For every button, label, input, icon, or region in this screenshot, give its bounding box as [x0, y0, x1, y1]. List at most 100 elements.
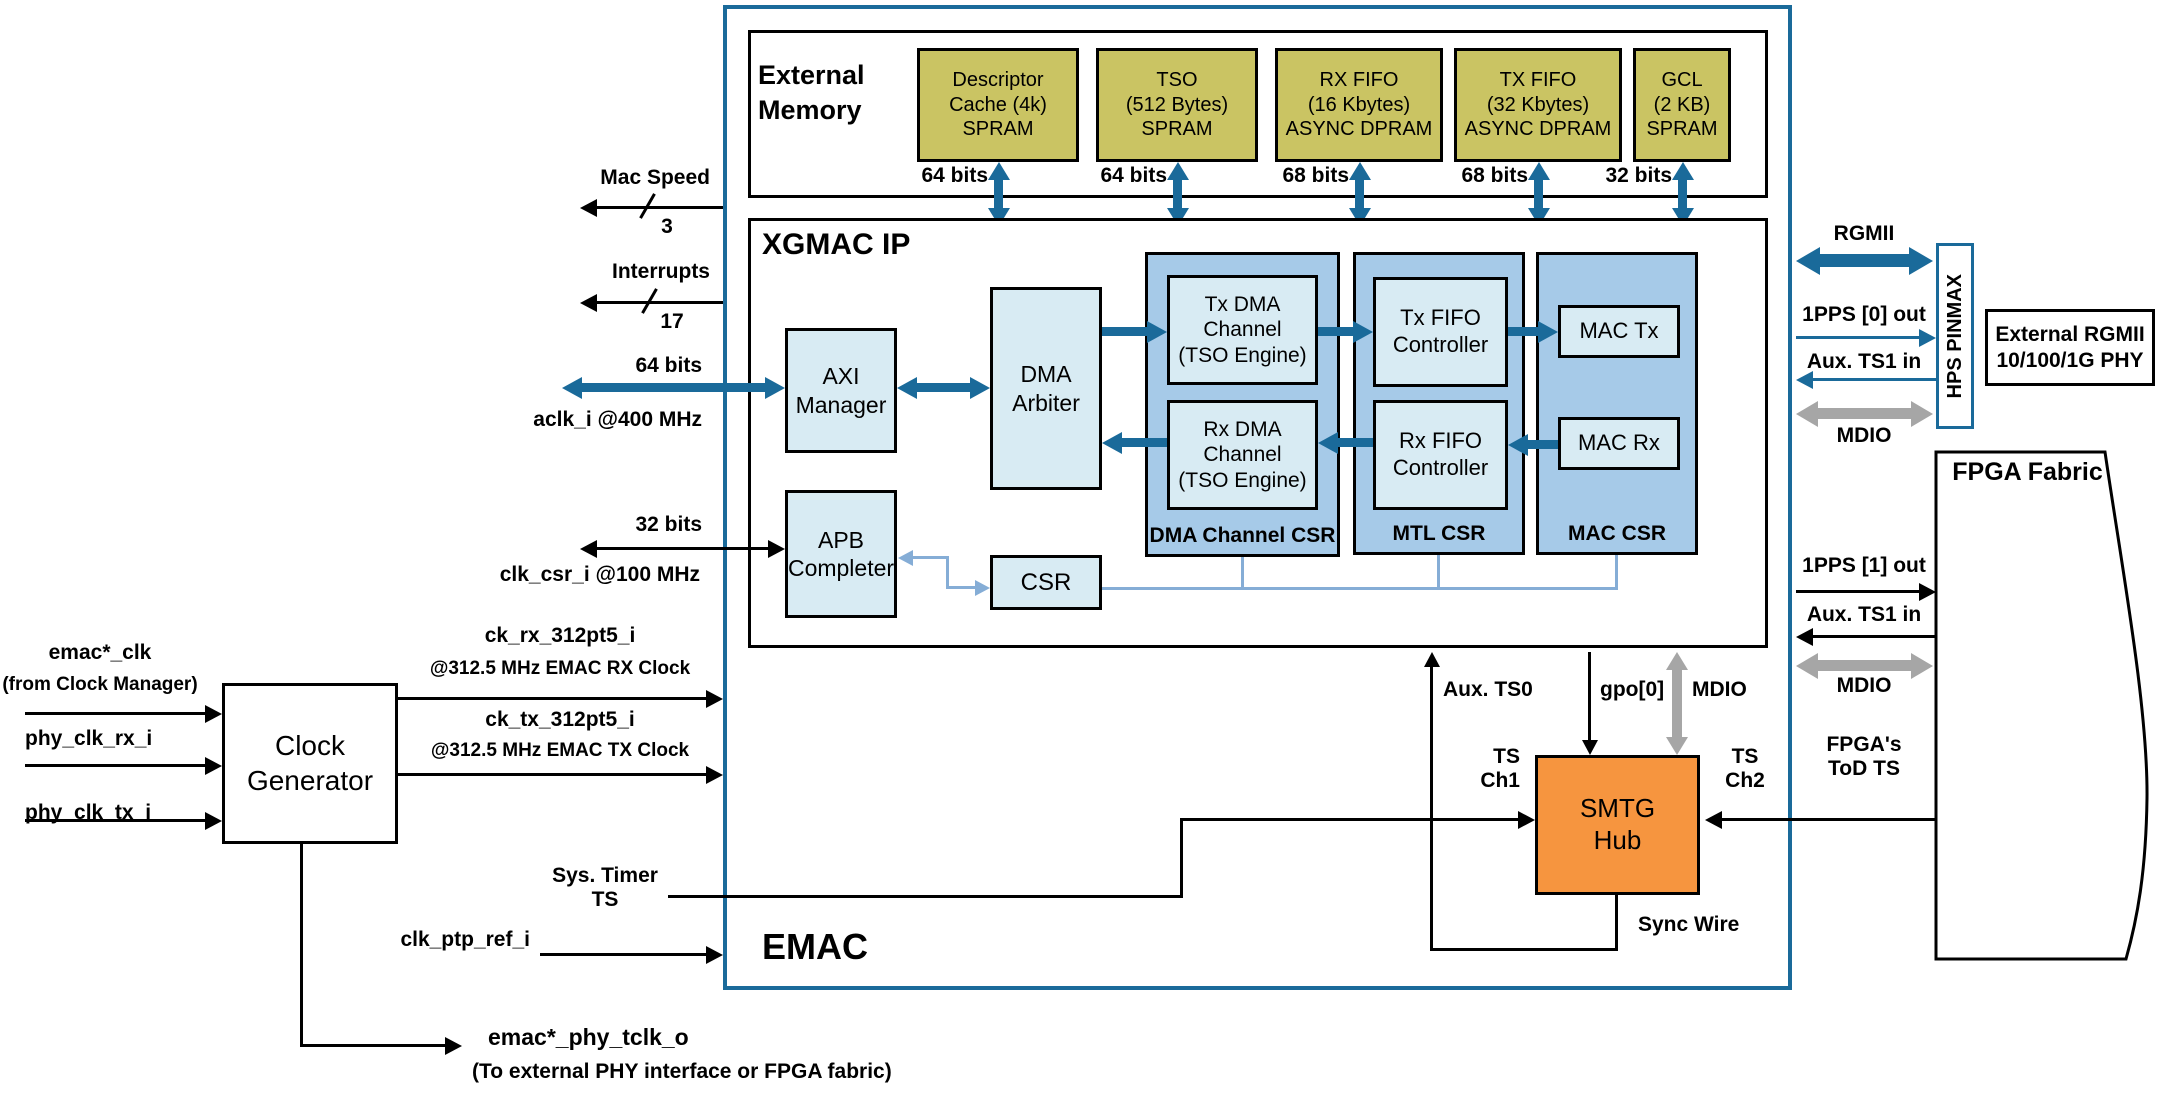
fpga-fabric-shape — [1934, 450, 2149, 961]
tclk-arrow — [302, 1044, 445, 1047]
ck-rx-note: @312.5 MHz EMAC RX Clock — [429, 658, 691, 679]
clk-ptp-ref-arrow — [540, 953, 706, 956]
mac-tx-box: MAC Tx — [1558, 305, 1680, 358]
memory-bus-arrow — [1534, 180, 1543, 208]
aux-ts1-fpga-label: Aux. TS1 in — [1806, 603, 1922, 626]
bus-width-label: 64 bits — [921, 164, 988, 187]
pps1-arrow — [1796, 590, 1919, 593]
dma-arbiter-box: DMA Arbiter — [990, 287, 1102, 490]
phy-clk-rx-arrow — [25, 764, 205, 767]
apb-to-csr-arrow — [946, 586, 975, 589]
ck-tx-arrow — [398, 773, 706, 776]
xgmac-ip-title: XGMAC IP — [762, 228, 911, 261]
rx-fifo-to-rx-dma-arrow — [1338, 438, 1373, 447]
ts-ch1-label: TS Ch1 — [1480, 745, 1520, 793]
mac-rx-box: MAC Rx — [1558, 417, 1680, 470]
csr-stub-mtl — [1437, 555, 1440, 590]
ck-rx-arrow — [398, 697, 706, 700]
phy-clk-rx-label: phy_clk_rx_i — [25, 727, 153, 750]
sys-timer-label: Sys. Timer TS — [552, 864, 658, 912]
sys-timer-wire — [668, 895, 1183, 898]
emac-label: EMAC — [762, 926, 868, 967]
apb-completer-box: APB Completer — [785, 490, 897, 618]
csr-stub-dma — [1241, 557, 1244, 590]
tx-fifo-controller-box: Tx FIFO Controller — [1373, 277, 1508, 387]
phy-clk-tx-arrow — [25, 819, 205, 822]
memory-bus-arrow — [1173, 180, 1182, 208]
memory-block-gcl: GCL (2 KB) SPRAM — [1633, 48, 1731, 162]
clock-generator-box: Clock Generator — [222, 683, 398, 844]
bus-width-label: 32 bits — [1605, 164, 1672, 187]
emac-clk-note: (from Clock Manager) — [2, 674, 198, 695]
rgmii-label: RGMII — [1833, 222, 1895, 245]
memory-block-descriptor-cache: Descriptor Cache (4k) SPRAM — [917, 48, 1079, 162]
interrupts-label: Interrupts — [611, 260, 710, 283]
ts-ch2-arrow — [1722, 818, 1936, 821]
mac-csr-label: MAC CSR — [1568, 522, 1666, 545]
tx-dma-to-tx-fifo-arrow — [1318, 327, 1353, 336]
external-phy-box: External RGMII 10/100/1G PHY — [1985, 309, 2155, 386]
hps-pinmux-box: HPS PINMAX — [1936, 243, 1974, 429]
csr-stub-mac — [1615, 555, 1618, 590]
mdio-hps-arrow — [1818, 408, 1911, 419]
axi-manager-box: AXI Manager — [785, 328, 897, 453]
sys-timer-wire-vertical — [1180, 818, 1183, 898]
mdio-fpga-label: MDIO — [1836, 674, 1892, 697]
memory-bus-arrow — [994, 180, 1003, 208]
external-memory-title: External Memory — [758, 60, 865, 126]
phy-tclk-label: emac*_phy_tclk_o — [488, 1024, 689, 1050]
emac-clk-arrow — [25, 712, 205, 715]
apb-bus-arrow — [597, 547, 768, 550]
memory-bus-arrow — [1355, 180, 1364, 208]
dma-arbiter-to-tx-dma-arrow — [1102, 327, 1147, 336]
mdio-hps-label: MDIO — [1836, 424, 1892, 447]
rgmii-arrow — [1820, 254, 1909, 267]
mac-speed-arrow — [597, 206, 723, 209]
csr-box: CSR — [990, 555, 1102, 610]
sync-wire-horizontal — [1430, 948, 1617, 951]
emac-clk-label: emac*_clk — [48, 641, 152, 664]
mdio-smtg-label: MDIO — [1692, 678, 1747, 701]
ts-ch2-label: TS Ch2 — [1725, 745, 1765, 793]
axi-bus-arrow — [582, 383, 765, 392]
dma-channel-csr-label: DMA Channel CSR — [1149, 524, 1336, 547]
fpga-fabric-label: FPGA Fabric — [1952, 458, 2103, 486]
gpo-label: gpo[0] — [1600, 678, 1665, 701]
mac-speed-width: 3 — [661, 215, 673, 238]
bus-width-label: 68 bits — [1461, 164, 1528, 187]
sync-wire-label: Sync Wire — [1638, 913, 1740, 936]
aux-ts0-arrow — [1430, 667, 1433, 950]
axi-bus-label: 64 bits — [635, 354, 702, 377]
tx-dma-channel-box: Tx DMA Channel (TSO Engine) — [1167, 275, 1318, 385]
clk-ptp-ref-label: clk_ptp_ref_i — [400, 928, 530, 951]
csr-trunk-wire — [1102, 587, 1617, 590]
ck-rx-label: ck_rx_312pt5_i — [484, 624, 636, 647]
tx-fifo-to-mac-tx-arrow — [1508, 327, 1538, 336]
memory-bus-arrow — [1678, 180, 1687, 208]
mac-csr-container — [1536, 252, 1698, 555]
apb-bus-label: 32 bits — [635, 513, 702, 536]
csr-wire — [946, 556, 949, 588]
axi-to-dma-arbiter-arrow — [917, 383, 970, 392]
ts-ch1-arrow — [1183, 818, 1518, 821]
fpga-tod-label: FPGA's ToD TS — [1826, 733, 1902, 781]
rx-fifo-controller-box: Rx FIFO Controller — [1373, 400, 1508, 510]
interrupts-width: 17 — [660, 310, 684, 333]
aux-ts0-label: Aux. TS0 — [1443, 678, 1533, 701]
memory-block-tx-fifo: TX FIFO (32 Kbytes) ASYNC DPRAM — [1454, 48, 1622, 162]
phy-tclk-note: (To external PHY interface or FPGA fabri… — [472, 1060, 892, 1083]
clk-csr-label: clk_csr_i @100 MHz — [499, 563, 700, 586]
mdio-smtg-arrow — [1672, 670, 1682, 737]
pps0-label: 1PPS [0] out — [1802, 303, 1926, 326]
mdio-fpga-arrow — [1818, 660, 1911, 671]
smtg-hub-box: SMTG Hub — [1535, 755, 1700, 895]
tclk-wire-vertical — [300, 844, 303, 1047]
interrupts-arrow — [597, 301, 723, 304]
rx-dma-channel-box: Rx DMA Channel (TSO Engine) — [1167, 400, 1318, 510]
memory-block-rx-fifo: RX FIFO (16 Kbytes) ASYNC DPRAM — [1275, 48, 1443, 162]
aclk-label: aclk_i @400 MHz — [533, 408, 702, 431]
pps1-label: 1PPS [1] out — [1802, 554, 1926, 577]
mac-speed-label: Mac Speed — [600, 166, 710, 189]
mac-rx-to-rx-fifo-arrow — [1528, 440, 1558, 449]
